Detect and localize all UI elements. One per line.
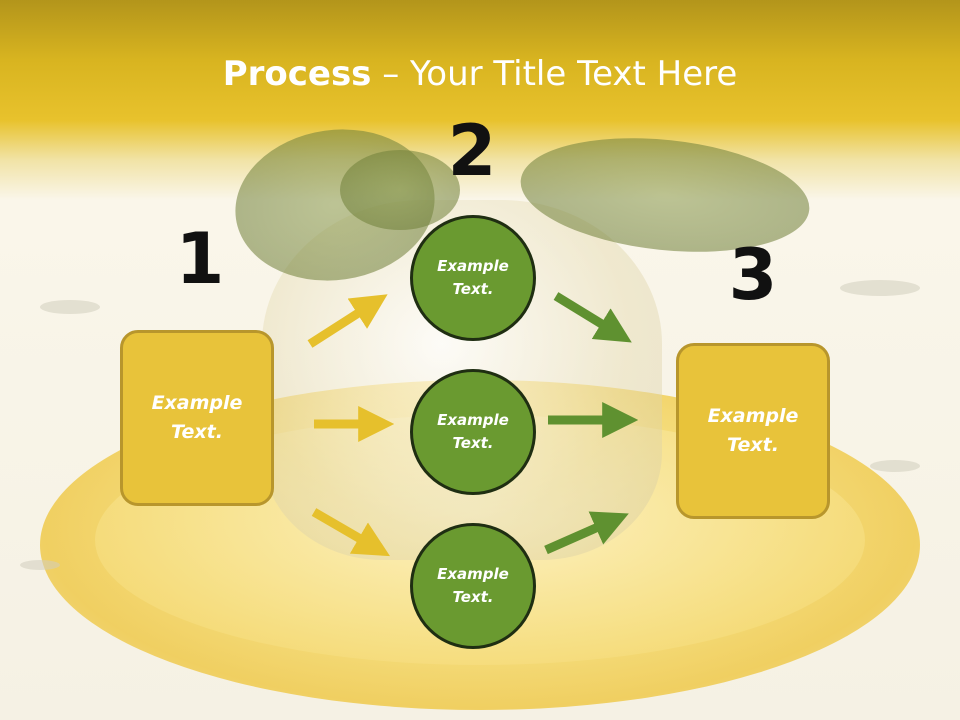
circle-bottom-line2: Text.: [452, 588, 494, 606]
arrow-green-up: [544, 511, 629, 555]
arrow-yellow-down: [311, 508, 391, 557]
slide-title: Process – Your Title Text Here: [0, 52, 960, 96]
circle-middle: Example Text.: [410, 369, 536, 495]
circle-top: Example Text.: [410, 215, 536, 341]
circle-bottom-line1: Example: [437, 565, 509, 583]
left-text-box: Example Text.: [120, 330, 274, 506]
step-number-1: 1: [175, 218, 225, 300]
title-bold: Process: [222, 54, 372, 94]
circle-bottom: Example Text.: [410, 523, 536, 649]
circle-middle-line1: Example: [437, 411, 509, 429]
left-box-line2: Text.: [171, 421, 223, 443]
step-number-3: 3: [728, 234, 778, 316]
arrow-yellow-up: [307, 294, 388, 348]
right-box-line1: Example: [707, 405, 799, 427]
circle-top-line2: Text.: [452, 280, 494, 298]
circle-top-line1: Example: [437, 257, 509, 275]
arrow-green-down: [553, 292, 632, 343]
title-rest: – Your Title Text Here: [371, 54, 738, 94]
left-box-line1: Example: [151, 392, 243, 414]
circle-middle-line2: Text.: [452, 434, 494, 452]
right-box-line2: Text.: [727, 434, 779, 456]
step-number-2: 2: [447, 110, 497, 192]
right-text-box: Example Text.: [676, 343, 830, 519]
